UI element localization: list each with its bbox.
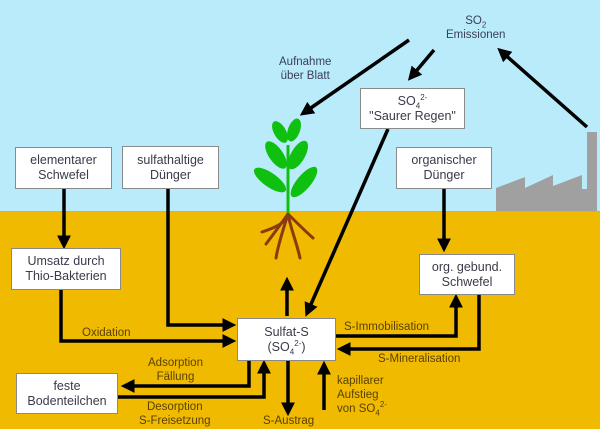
plant-roots [260,212,315,260]
arrow-acid-rain-to-sulfate [304,128,390,317]
org-bound-sulfur-box: org. gebund. Schwefel [419,254,515,295]
oxidation-label: Oxidation [82,327,131,339]
acid-rain-box: SO42- "Saurer Regen" [360,88,465,129]
solid-particles-box: feste Bodenteilchen [16,373,118,414]
elemental-sulfur-box: elementarer Schwefel [15,147,112,189]
s-immobilisation-label: S-Immobilisation [344,321,429,333]
uptake-leaf-label: Aufnahme über Blatt [279,56,332,82]
thio-bacteria-box: Umsatz durch Thio-Bakterien [11,248,121,290]
adsorption-label: Adsorption Fällung [148,357,203,383]
plant-icon [253,118,318,260]
arrow-immobilisation [336,293,463,338]
arrow-so2-to-acid-rain [407,48,436,81]
arrow-mineralisation [336,294,481,356]
arrow-desorption [118,359,271,399]
factory-icon [496,132,597,211]
arrow-fertilizer-to-sulfate [166,189,237,332]
arrow-thio-to-sulfate [59,289,237,348]
s-leaching-label: S-Austrag [263,415,315,427]
desorption-label: Desorption S-Freisetzung [139,401,211,427]
organic-fertilizer-box: organischer Dünger [396,147,492,189]
arrow-factory-to-so2 [497,47,589,129]
s-mineralisation-label: S-Mineralisation [378,353,461,365]
plant-leaves [253,118,318,198]
arrow-adsorption [120,360,251,393]
sulfate-fertilizer-box: sulfathaltige Dünger [122,146,219,189]
so2-emissions-label: SO2 Emissionen [446,15,506,41]
capillary-rise-label: kapillarer Aufstieg von SO42- [337,375,387,418]
sulfate-s-box: Sulfat-S (SO42-) [237,318,336,361]
arrow-so2-to-plant [299,38,410,116]
